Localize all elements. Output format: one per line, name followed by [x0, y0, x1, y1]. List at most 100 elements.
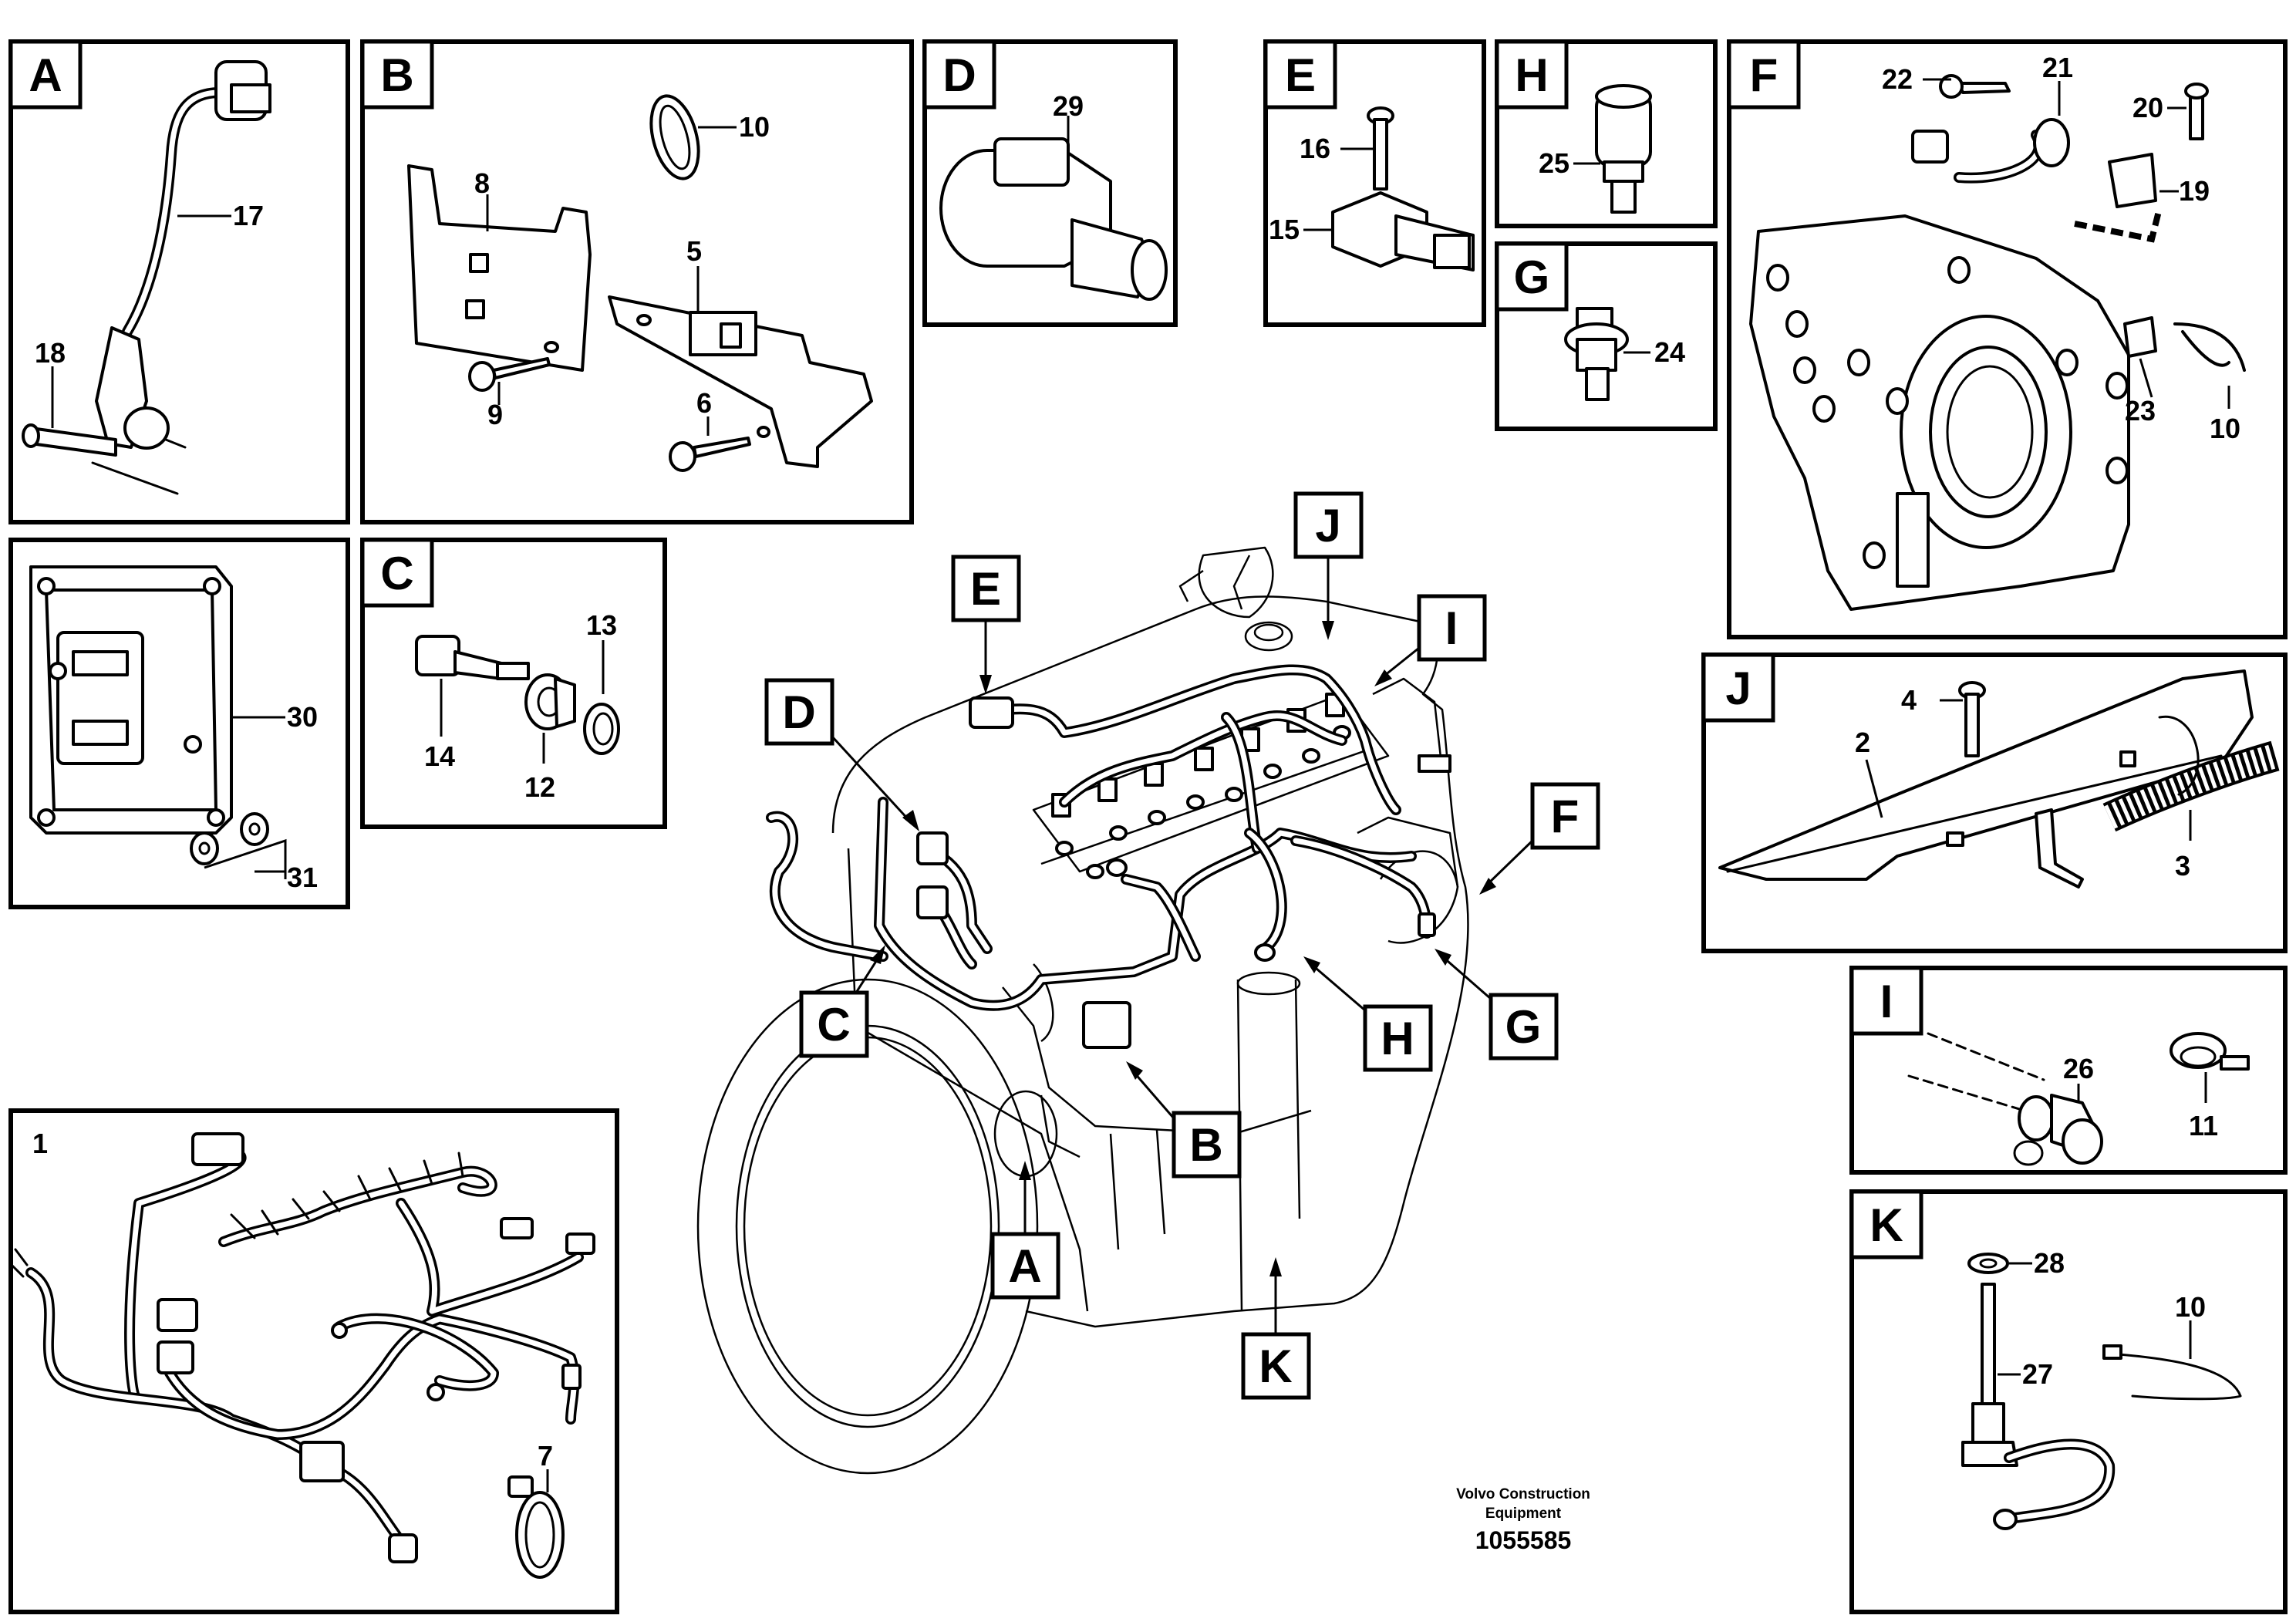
engine-tag-g: G [1435, 949, 1559, 1061]
publisher-credit: Volvo Construction Equipment 1055585 [1456, 1486, 1590, 1554]
callout-9: 9 [487, 399, 503, 430]
panel-f-label: F [1750, 49, 1778, 101]
pressure-switch-g [1564, 307, 1629, 401]
panel-i: I 26 11 [1849, 966, 2288, 1175]
callout-6: 6 [696, 387, 712, 419]
callout-23: 23 [2125, 395, 2156, 427]
panel-c: C 14 12 13 [360, 538, 667, 829]
panel-d-label: D [942, 49, 976, 101]
engine-tag-h: H [1303, 956, 1433, 1072]
callout-25: 25 [1539, 147, 1569, 179]
svg-text:A: A [1008, 1240, 1041, 1292]
callout-10-f: 10 [2210, 413, 2240, 444]
callout-17: 17 [233, 200, 264, 231]
svg-text:C: C [817, 999, 850, 1050]
engine-tag-j: J [1293, 491, 1364, 640]
ecu-unit [29, 565, 233, 835]
panel-k: K 28 27 10 [1849, 1189, 2288, 1614]
svg-text:J: J [1315, 500, 1340, 551]
washers-31 [190, 812, 287, 879]
callout-12: 12 [524, 771, 555, 803]
engine-tag-c: C [799, 945, 885, 1058]
panel-f: F [1727, 39, 2288, 639]
o-ring-13 [583, 703, 620, 755]
cable-tie-7-icon [507, 1475, 565, 1579]
cable-tie-icon [649, 94, 700, 180]
callout-15: 15 [1269, 214, 1300, 245]
callout-20: 20 [2132, 92, 2163, 123]
svg-text:B: B [1189, 1119, 1222, 1171]
panel-a: A 17 18 [8, 39, 350, 524]
mounting-bracket [407, 164, 592, 372]
panel-k-label: K [1870, 1199, 1903, 1251]
harness-item-number: 1 [32, 1128, 48, 1159]
panel-e: E 16 15 [1263, 39, 1486, 327]
panel-d: D 29 [922, 39, 1178, 327]
svg-text:I: I [1445, 602, 1458, 654]
callout-22: 22 [1882, 63, 1913, 95]
flywheel-housing [1749, 214, 2130, 611]
engine-wiring-harness [10, 1132, 595, 1563]
callout-7: 7 [538, 1440, 553, 1472]
callout-11: 11 [2189, 1110, 2218, 1141]
cable-tie-k-icon [2102, 1344, 2242, 1401]
corrugated-conduit [2102, 715, 2280, 832]
callout-10-k: 10 [2175, 1291, 2206, 1323]
engine-tag-e: E [951, 555, 1021, 694]
engine-location-tags: E J I D F C [764, 491, 1600, 1400]
engine-tag-k: K [1241, 1257, 1311, 1400]
panel-g-label: G [1514, 251, 1550, 303]
bolt-4 [1958, 681, 1986, 757]
engine-tag-b: B [1126, 1061, 1242, 1179]
pressure-sensor [1331, 191, 1475, 271]
ecu-bracket-plate [608, 295, 873, 468]
sensor-14 [415, 635, 530, 680]
callout-31: 31 [287, 862, 318, 893]
bolt-9 [468, 357, 551, 392]
callout-13: 13 [586, 609, 617, 641]
engine-tag-i: I [1374, 594, 1487, 686]
panel-c-label: C [380, 548, 413, 599]
callout-3: 3 [2175, 850, 2190, 882]
panel-harness: 1 [8, 1108, 619, 1614]
credit-line-1: Volvo Construction [1456, 1486, 1590, 1502]
engine-tag-d: D [764, 678, 919, 831]
temperature-sensor-h [1595, 84, 1652, 214]
level-sensor-27 [1961, 1253, 2116, 1530]
callout-2: 2 [1855, 727, 1870, 758]
bolt-6 [669, 437, 751, 472]
callout-4: 4 [1901, 684, 1917, 716]
panel-a-label: A [29, 49, 62, 101]
svg-text:F: F [1551, 791, 1580, 842]
adapter-12 [524, 673, 576, 730]
svg-text:K: K [1259, 1340, 1292, 1392]
speed-sensor-cable [22, 60, 271, 495]
panel-b: B 10 8 9 5 [360, 39, 914, 524]
svg-text:E: E [970, 563, 1001, 615]
callout-24: 24 [1654, 336, 1685, 368]
panel-j-label: J [1725, 663, 1751, 714]
credit-line-2: Equipment [1485, 1506, 1562, 1522]
engine-tag-a: A [990, 1161, 1060, 1300]
panel-j: J 4 2 3 [1701, 653, 2288, 953]
panel-h-label: H [1515, 49, 1548, 101]
callout-27: 27 [2022, 1358, 2053, 1390]
svg-text:G: G [1505, 1001, 1542, 1053]
callout-21: 21 [2042, 52, 2073, 83]
sensor-26 [1907, 1032, 2103, 1166]
speed-sensor-f [1911, 74, 2246, 372]
svg-text:D: D [782, 686, 815, 738]
panel-b-label: B [380, 49, 413, 101]
panel-g: G 24 [1495, 241, 1718, 431]
engine-tag-f: F [1479, 782, 1600, 895]
solenoid-valve [939, 137, 1168, 301]
engine-wiring-harness-installed [766, 664, 1451, 1049]
harness-bracket-rail [1718, 669, 2254, 889]
svg-text:H: H [1381, 1013, 1414, 1064]
callout-28: 28 [2034, 1247, 2065, 1279]
callout-14: 14 [424, 740, 455, 772]
panel-h: H 25 [1495, 39, 1718, 228]
bolt-16 [1367, 106, 1394, 191]
engine-assembly [696, 546, 1469, 1475]
